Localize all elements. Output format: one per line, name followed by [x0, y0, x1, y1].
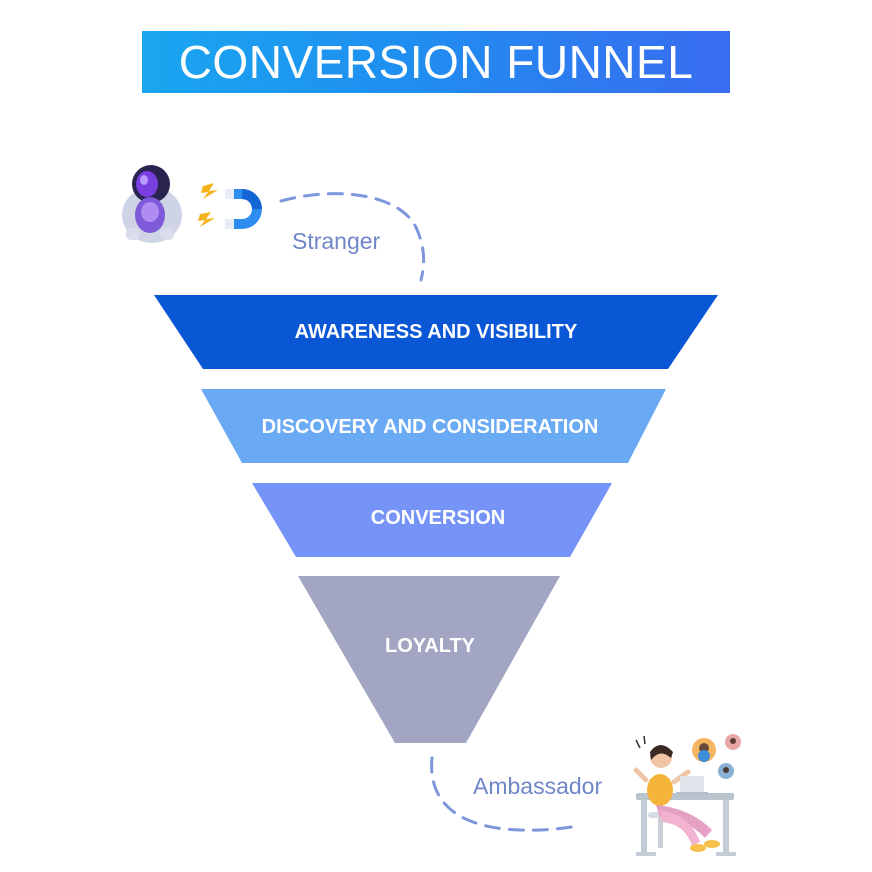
page-title: CONVERSION FUNNEL: [178, 36, 694, 88]
avatar-bubbles: [635, 734, 741, 779]
discovery-label: DISCOVERY AND CONSIDERATION: [262, 416, 599, 438]
awareness-shape: [154, 295, 718, 369]
ambassador-label: Ambassador: [473, 773, 602, 799]
magnet-icon: [225, 189, 262, 229]
title-banner: CONVERSION FUNNEL: [142, 31, 730, 93]
laptop-icon: [676, 776, 708, 795]
stranger-label: Stranger: [292, 228, 381, 254]
funnel-stage-loyalty: LOYALTY: [298, 576, 560, 743]
lightning-icon: [198, 183, 218, 227]
awareness-label: AWARENESS AND VISIBILITY: [295, 321, 578, 343]
loyalty-shape: [298, 576, 560, 743]
discovery-shape: [201, 389, 666, 463]
funnel-stage-discovery: DISCOVERY AND CONSIDERATION: [201, 389, 666, 463]
conversion-shape: [252, 483, 612, 557]
astronaut-figure: [122, 165, 182, 243]
loyalty-label: LOYALTY: [385, 635, 476, 657]
ambassador-dashed-path: [430, 756, 580, 832]
conversion-label: CONVERSION: [371, 507, 505, 529]
funnel-stage-conversion: CONVERSION: [252, 483, 612, 557]
person-at-desk-figure: [633, 745, 736, 856]
funnel-stage-awareness: AWARENESS AND VISIBILITY: [154, 295, 718, 369]
